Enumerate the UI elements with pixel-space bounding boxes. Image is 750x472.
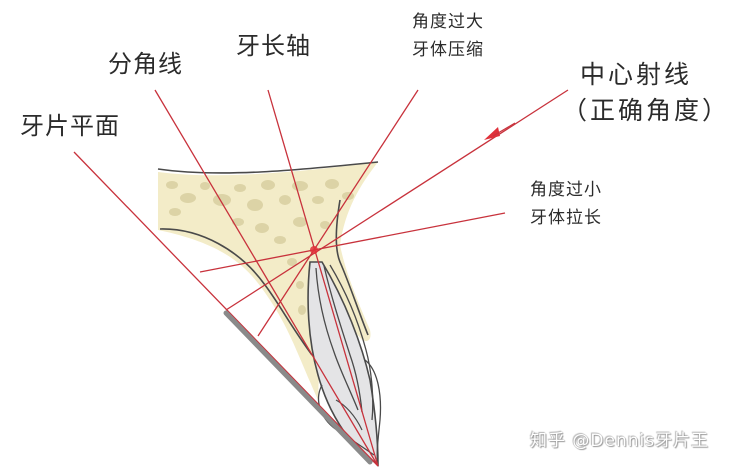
central-ray-label-line2: （正确角度） xyxy=(562,96,731,125)
angle-too-large-label-line1: 角度过大 xyxy=(412,12,484,32)
watermark: 知乎 @Dennis牙片王 xyxy=(530,431,710,451)
reference-lines xyxy=(73,89,569,467)
angle-too-small-label-line1: 角度过小 xyxy=(530,180,602,200)
film-plane-line xyxy=(73,151,379,467)
central-ray-line xyxy=(225,89,569,311)
angle-too-large-label-line2: 牙体压缩 xyxy=(412,40,484,60)
convergence-point xyxy=(310,246,318,254)
film-plane-label: 牙片平面 xyxy=(20,112,120,140)
angle-too-small-line xyxy=(199,212,506,273)
angle-too-large-line xyxy=(257,89,419,337)
tooth-long-axis-line xyxy=(267,89,379,467)
angle-too-small-label-line2: 牙体拉长 xyxy=(530,208,602,228)
bone-trabeculae xyxy=(166,179,354,315)
bisecting-line-label: 分角线 xyxy=(108,50,183,78)
tooth-long-axis-label: 牙长轴 xyxy=(236,32,311,60)
central-ray-label-line1: 中心射线 xyxy=(580,60,693,89)
x-ray-film xyxy=(223,310,373,465)
central-ray-arrow-icon xyxy=(484,122,516,140)
bisecting-line xyxy=(154,89,379,467)
